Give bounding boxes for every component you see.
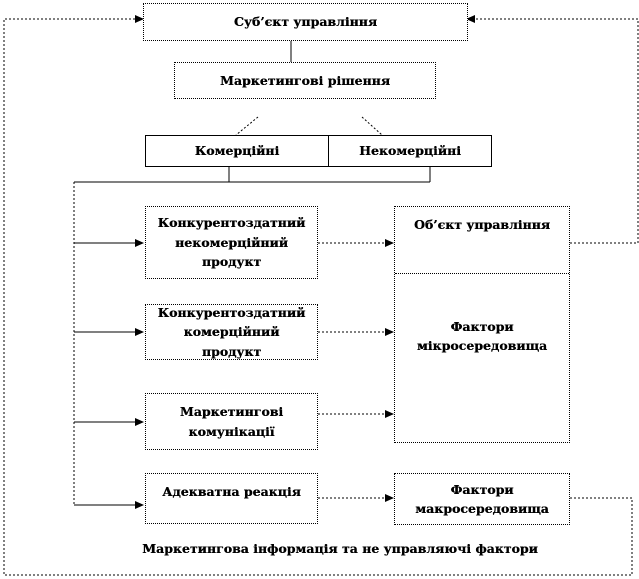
product-noncommercial-label: Конкурентоздатний некомерційний продукт xyxy=(157,215,306,270)
subject-box: Суб’єкт управління xyxy=(143,3,468,41)
object-box: Об’єкт управління Фактори мікросередовищ… xyxy=(394,206,570,443)
decisions-box: Маркетингові рішення xyxy=(174,62,436,99)
noncommercial-label: Некомерційні xyxy=(359,143,461,159)
macro-box: Фактори макросередовища xyxy=(394,473,570,525)
noncommercial-box: Некомерційні xyxy=(328,135,492,167)
subject-label: Суб’єкт управління xyxy=(233,14,378,30)
decisions-to-noncommercial-line xyxy=(361,116,383,136)
product-commercial-label: Конкурентоздатний комерційний продукт xyxy=(157,304,306,359)
micro-label: Фактори мікросередовища xyxy=(416,319,548,354)
macro-label: Фактори макросередовища xyxy=(415,481,549,516)
decisions-to-commercial-line xyxy=(235,116,259,136)
commercial-box: Комерційні xyxy=(145,135,329,167)
product-noncommercial-box: Конкурентоздатний некомерційний продукт xyxy=(145,206,318,279)
object-label: Об’єкт управління xyxy=(413,217,551,232)
commercial-label: Комерційні xyxy=(194,143,280,159)
adequate-reaction-label: Адекватна реакція xyxy=(162,484,301,499)
adequate-reaction-box: Адекватна реакція xyxy=(145,473,318,524)
communications-box: Маркетингові комунікації xyxy=(145,393,318,450)
decisions-label: Маркетингові рішення xyxy=(219,72,390,88)
object-divider xyxy=(395,273,569,274)
communications-label: Маркетингові комунікації xyxy=(179,404,284,439)
footer-label: Маркетингова інформація та не управляючі… xyxy=(142,541,538,556)
product-commercial-box: Конкурентоздатний комерційний продукт xyxy=(145,304,318,360)
